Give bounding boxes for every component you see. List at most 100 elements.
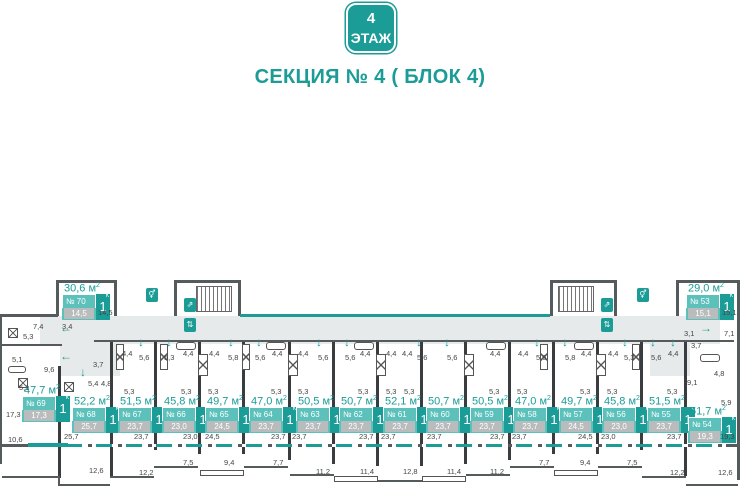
room-dimension: 5,3 <box>181 387 192 396</box>
rooms-count: 1 <box>596 412 604 427</box>
elevator-icon: ⇅ <box>601 318 613 332</box>
window <box>28 443 68 447</box>
room-dimension: 5,6 <box>255 353 266 362</box>
unit-living-area: 23,7 <box>341 421 371 432</box>
floor-plan: ⚥ ⇗ ⇅ ⇗ ⇅ ⚥ <box>0 280 740 486</box>
unit-area-value: 30,6 <box>64 282 86 295</box>
unit-number: № 66 <box>162 407 196 421</box>
unit-living-area: 23,7 <box>251 421 281 432</box>
appliance-icon <box>596 354 606 376</box>
room-dimension: 9,4 <box>224 458 235 467</box>
unit-area-value: 52,1 <box>385 395 407 408</box>
room-dimension: 5,6 <box>318 353 329 362</box>
wall <box>94 340 734 342</box>
room-dimension: 5,3 <box>517 387 528 396</box>
arrow-down-icon: ↓ <box>344 335 350 349</box>
unit-area: 29,0 м2 <box>688 282 724 295</box>
arrow-left-icon: ← <box>60 349 72 363</box>
room-dimension: 4,4 <box>209 349 220 358</box>
room-dimension: 3,1 <box>684 329 695 338</box>
arrow-down-icon: ↓ <box>562 335 568 349</box>
appliance-icon <box>464 354 474 376</box>
unit-living-area: 23,7 <box>120 421 150 432</box>
room-dimension: 4,4 <box>402 349 413 358</box>
unit-area-value: 49,7 <box>561 395 583 408</box>
unit-number: № 65 <box>205 407 239 421</box>
unit-area: 47,0 м2 <box>515 395 551 408</box>
room-dimension: 23,7 <box>512 432 527 441</box>
rooms-count: 1 <box>376 412 384 427</box>
room-dimension: 25,7 <box>64 432 79 441</box>
bathtub-icon <box>8 366 26 373</box>
wall <box>676 280 679 316</box>
rooms-count: 1 <box>550 412 558 427</box>
unit-number: № 53 <box>686 294 720 308</box>
rooms-count: 1 <box>99 299 107 314</box>
room-dimension: 9,4 <box>580 458 591 467</box>
arrow-right-icon: → <box>700 321 712 335</box>
rooms-count: 1 <box>463 412 471 427</box>
room-dimension: 11,4 <box>447 467 462 476</box>
unit-area-value: 51,5 <box>649 395 671 408</box>
unit-area-value: 51,7 <box>690 405 712 418</box>
partition <box>420 342 423 466</box>
room-dimension: 4,4 <box>360 349 371 358</box>
unit-number: № 61 <box>383 407 417 421</box>
partition <box>154 342 157 450</box>
unit-area-value: 45,8 <box>604 395 626 408</box>
wall <box>676 280 740 283</box>
unit-area: 52,1 м2 <box>385 395 421 408</box>
room-dimension: 11,4 <box>360 467 375 476</box>
unit-area: 45,8 м2 <box>604 395 640 408</box>
room-dimension: 10,6 <box>8 435 23 444</box>
bathtub-icon <box>266 342 286 350</box>
wall <box>174 280 177 316</box>
room-dimension: 12,6 <box>718 468 733 477</box>
partition <box>640 342 643 450</box>
rooms-count: 1 <box>684 412 691 427</box>
room-dimension: 23,7 <box>134 432 149 441</box>
room-dimension: 3,7 <box>691 341 702 350</box>
room-dimension: 7,1 <box>724 329 735 338</box>
room-dimension: 5,3 <box>489 387 500 396</box>
balcony <box>466 474 510 476</box>
room-dimension: 23,7 <box>271 432 286 441</box>
appliance-icon <box>540 344 548 370</box>
unit-area: 52,2 м2 <box>74 395 110 408</box>
unit-living-area: 24,5 <box>561 421 591 432</box>
unit-area: 51,5 м2 <box>649 395 685 408</box>
wall <box>56 280 116 283</box>
room-dimension: 5,6 <box>536 353 547 362</box>
room-dimension: 4,4 <box>298 349 309 358</box>
room-dimension: 7,5 <box>627 458 638 467</box>
room-dimension: 4,4 <box>608 349 619 358</box>
partition <box>464 342 467 464</box>
unit-living-area: 19,3 <box>690 431 720 442</box>
wc-icon: ⚥ <box>146 288 158 302</box>
corridor-right <box>650 316 690 376</box>
wall <box>550 280 616 283</box>
partition <box>198 342 201 454</box>
